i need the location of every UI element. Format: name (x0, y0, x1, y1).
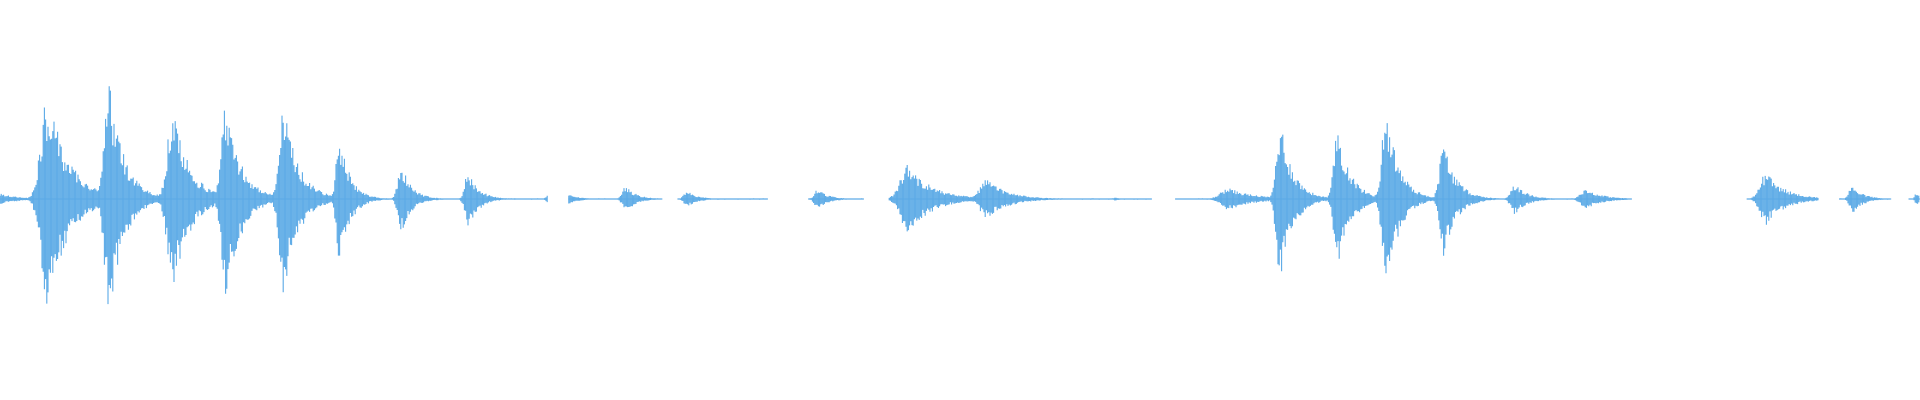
waveform-trace (0, 86, 1920, 305)
waveform-amplitude (0, 86, 1920, 305)
